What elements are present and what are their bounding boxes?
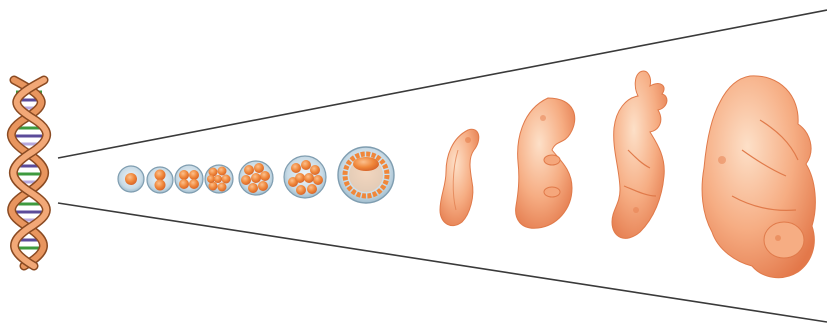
cell-stages bbox=[118, 147, 394, 203]
dna-double-helix-icon bbox=[11, 80, 46, 266]
blastocyst-stage bbox=[338, 147, 394, 203]
late-fetus bbox=[702, 76, 815, 278]
morula-stage bbox=[284, 156, 326, 198]
early-embryo bbox=[440, 129, 479, 225]
embryo-c-curve bbox=[516, 98, 575, 228]
eight-cell-stage bbox=[205, 165, 233, 193]
embryo-stages bbox=[440, 71, 815, 278]
two-cell-stage bbox=[147, 167, 173, 193]
four-cell-stage bbox=[175, 165, 203, 193]
sixteen-cell-stage bbox=[239, 161, 273, 195]
zygote-cell bbox=[118, 166, 144, 192]
fetus-limbs bbox=[612, 71, 667, 238]
